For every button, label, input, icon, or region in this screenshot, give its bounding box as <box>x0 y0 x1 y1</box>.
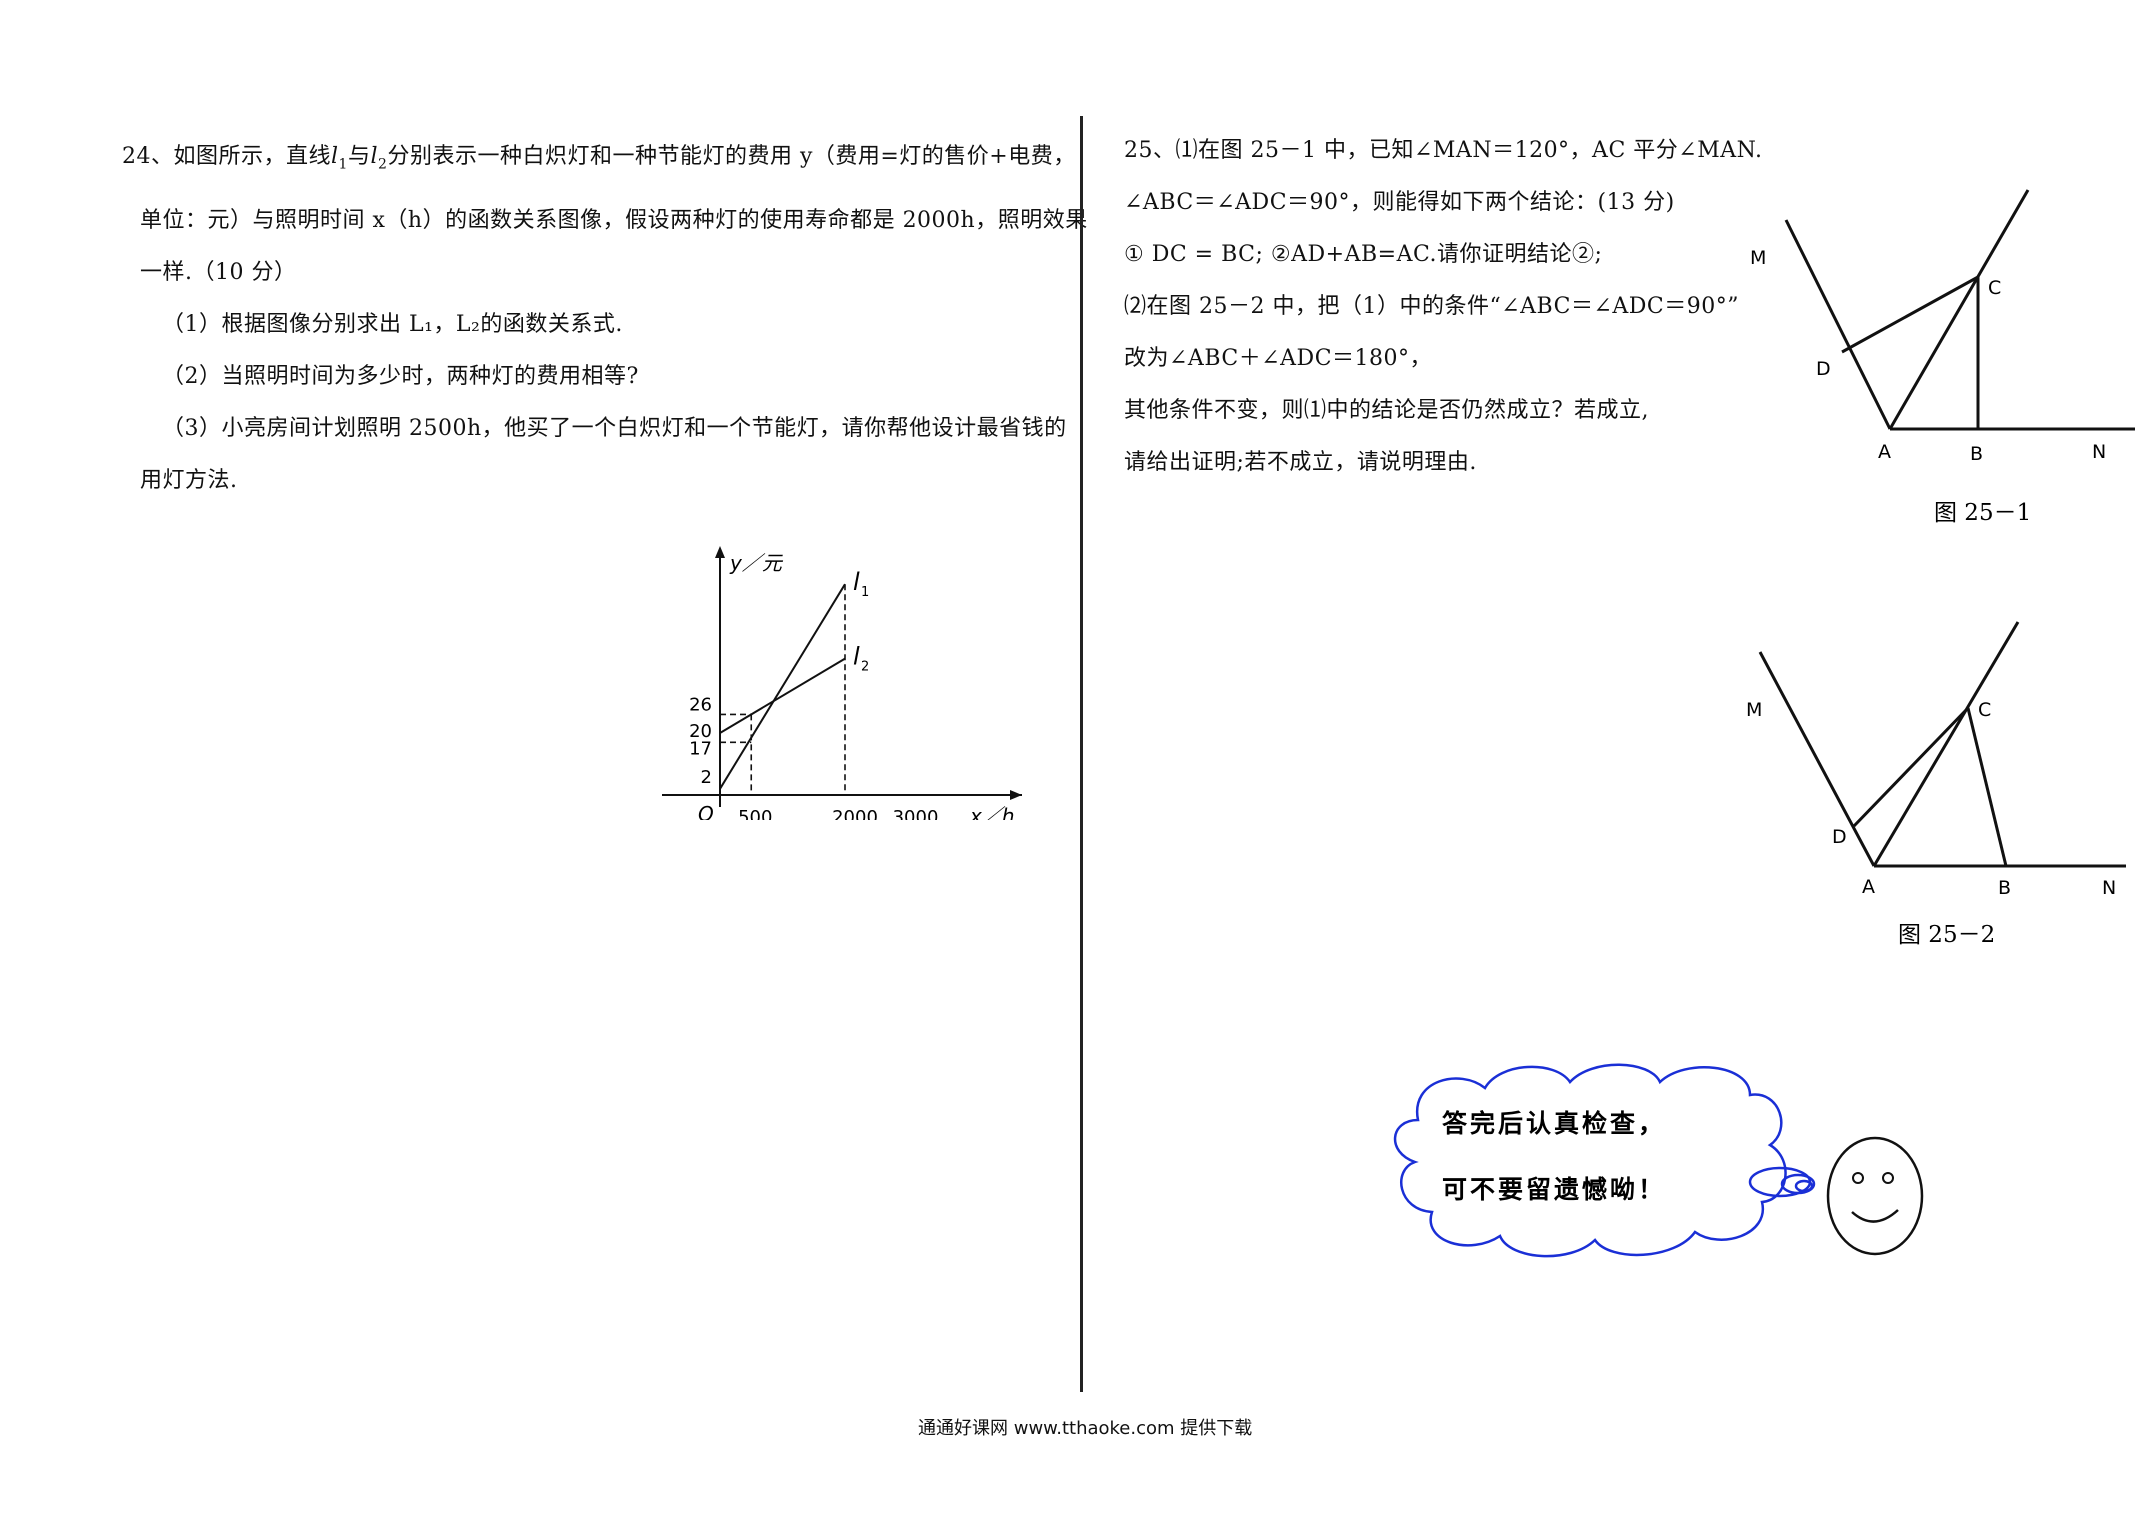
bubble-line1: 答完后认真检查， <box>1442 1109 1666 1138</box>
q25-line3: ① DC = BC; ②AD+AB=AC.请你证明结论②; <box>1124 242 1603 267</box>
q25-line5: 改为∠ABC＋∠ADC＝180°， <box>1124 346 1433 371</box>
label-A: A <box>1862 876 1875 898</box>
l2-sub: 2 <box>378 156 388 173</box>
l1-sub: 1 <box>338 156 348 173</box>
figure-25-1: M D C A B N 图 25－1 <box>1750 189 2135 526</box>
segment-CB <box>1966 707 2008 867</box>
smiley-right-eye-icon <box>1882 1172 1894 1184</box>
origin-label: O <box>698 802 714 820</box>
segment-DC <box>1841 275 1979 354</box>
smiley-mouth-icon <box>1851 1209 1899 1223</box>
q24-part3: （3）小亮房间计划照明 2500h，他买了一个白炽灯和一个节能灯，请你帮他设计最… <box>162 416 1067 441</box>
footer-credit: 通通好课网 www.tthaoke.com 提供下载 <box>918 1418 1253 1439</box>
q24-head-pre: 24、如图所示，直线 <box>122 144 331 169</box>
ray-AC <box>1872 621 2020 867</box>
thought-circle-medium <box>1780 1173 1816 1195</box>
label-A: A <box>1878 441 1891 463</box>
y-tick-26: 26 <box>689 694 712 715</box>
label-D: D <box>1832 826 1847 848</box>
label-B: B <box>1970 443 1983 465</box>
q24-heading: 24、如图所示，直线l1与l2分别表示一种白炽灯和一种节能灯的费用 y（费用=灯… <box>122 138 1076 172</box>
q25-line1: 25、⑴在图 25－1 中，已知∠MAN＝120°，AC 平分∠MAN. <box>1124 138 1763 163</box>
series-label-sub-l2: 2 <box>861 660 869 675</box>
ray-AM <box>1784 219 1892 430</box>
y-tick-2: 2 <box>701 767 712 788</box>
series-line-l1 <box>719 583 846 790</box>
series-label-sub-l1: 1 <box>861 585 869 600</box>
and-word: 与 <box>347 144 371 169</box>
smiley-face-icon <box>1826 1136 1924 1256</box>
label-M: M <box>1750 247 1766 269</box>
label-N: N <box>2092 441 2106 463</box>
figure-25-2: M D C A B N 图 25－2 <box>1746 621 2126 948</box>
q24-part1: （1）根据图像分别求出 L₁，L₂的函数关系式. <box>162 312 623 337</box>
x-tick-3000: 3000 <box>893 807 939 820</box>
column-divider <box>1080 116 1083 1392</box>
q24-head-post: 分别表示一种白炽灯和一种节能灯的费用 y（费用=灯的售价+电费， <box>387 144 1076 169</box>
y-tick-17: 17 <box>689 738 712 759</box>
q25-line2: ∠ABC＝∠ADC＝90°，则能得如下两个结论：(13 分) <box>1124 190 1675 215</box>
x-axis-arrow-icon <box>1010 790 1022 800</box>
thought-circle-small <box>1794 1179 1814 1193</box>
series-label-l1: l <box>853 568 860 596</box>
q24-line2: 单位：元）与照明时间 x（h）的函数关系图像，假设两种灯的使用寿命都是 2000… <box>140 208 1088 233</box>
l1-letter: l <box>331 144 339 169</box>
q25-line4: ⑵在图 25－2 中，把（1）中的条件“∠ABC＝∠ADC＝90°” <box>1124 294 1739 319</box>
ray-AM <box>1758 651 1876 867</box>
q24-part2: （2）当照明时间为多少时，两种灯的费用相等? <box>162 364 639 389</box>
q25-line6: 其他条件不变，则⑴中的结论是否仍然成立？若成立, <box>1124 398 1649 423</box>
label-B: B <box>1998 877 2011 899</box>
x-tick-2000: 2000 <box>832 807 878 820</box>
cloud-outline <box>1393 1063 1787 1258</box>
label-M: M <box>1746 699 1762 721</box>
ray-AC <box>1888 189 2030 430</box>
segment-DC <box>1852 706 1970 828</box>
fig2-caption: 图 25－2 <box>1898 922 1995 948</box>
q25-line7: 请给出证明;若不成立，请说明理由. <box>1124 450 1477 475</box>
q24-part3b: 用灯方法. <box>140 468 238 493</box>
x-tick-500: 500 <box>738 807 772 820</box>
label-D: D <box>1816 358 1831 380</box>
label-C: C <box>1978 699 1991 721</box>
series-label-l2: l <box>853 643 860 671</box>
l2-letter: l <box>370 144 379 169</box>
y-tick-20: 20 <box>689 721 712 742</box>
label-C: C <box>1988 277 2001 299</box>
bubble-line2: 可不要留遗憾呦！ <box>1442 1175 1666 1204</box>
y-axis-label: y／元 <box>729 551 784 575</box>
y-axis-arrow-icon <box>715 546 725 558</box>
x-axis-label: x／h <box>969 804 1015 820</box>
q24-line3: 一样.（10 分） <box>140 260 297 285</box>
fig1-caption: 图 25－1 <box>1934 500 2031 526</box>
series-line-l2 <box>719 657 846 734</box>
smiley-left-eye-icon <box>1852 1172 1864 1184</box>
label-N: N <box>2102 877 2116 899</box>
reminder-bubble: 答完后认真检查， 可不要留遗憾呦！ <box>1393 1063 1924 1258</box>
